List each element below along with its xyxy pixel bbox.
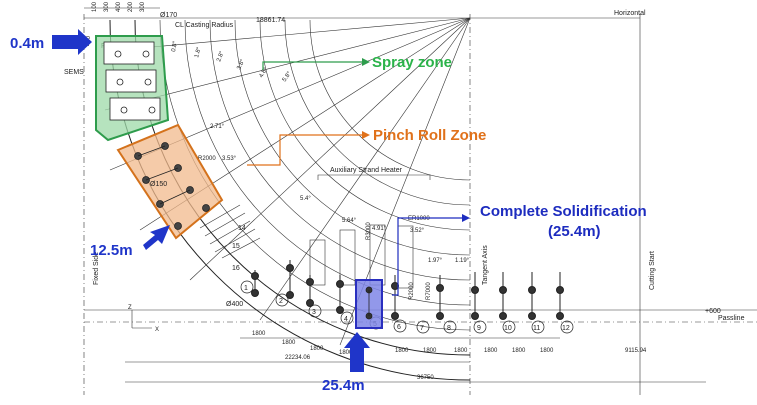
mid-label: 12.5m: [90, 242, 133, 259]
span-dimensions: 1800 1800 1800 1800 1800 1800 1800 1800 …: [240, 331, 647, 356]
span-label: 1800: [310, 346, 324, 352]
end-arrow-icon: [344, 332, 370, 372]
radius-value-label: 18861.74: [256, 17, 285, 24]
dim-r2000b: R2000: [409, 282, 415, 300]
roll-number: 2: [279, 298, 283, 305]
angle-label: 4.8°: [259, 66, 270, 79]
passline-label: Passline: [718, 315, 745, 322]
roll-number: 7: [420, 325, 424, 332]
tail-length-label: 9115.94: [625, 348, 647, 354]
span-label: 1800: [423, 348, 437, 354]
pinch-roll-zone-region: [116, 123, 224, 240]
dim-top-1: 100: [92, 1, 98, 12]
fixed-side-label: Fixed Side: [93, 252, 100, 285]
roll-number: 11: [533, 325, 540, 332]
roll-number: 6: [397, 324, 401, 331]
pinch-roll-zone-label: Pinch Roll Zone: [373, 127, 486, 144]
angle-label: 5.64°: [342, 218, 357, 224]
phi400-label: Ø400: [226, 301, 243, 308]
sems-label: SEMS: [64, 69, 84, 76]
angle-label: 4.91°: [372, 226, 387, 232]
roll-stands: [251, 260, 564, 320]
dim-r3000: R3000: [366, 222, 372, 240]
auxiliary-heater-label: Auxiliary Strand Heater: [330, 167, 403, 174]
roll-number: 9: [477, 325, 481, 332]
span-label: 1800: [252, 331, 266, 337]
tangent-axis-label: Tangent Axis: [482, 245, 489, 285]
cutting-start-label: Cutting Start: [649, 251, 656, 290]
segment-number: 14: [238, 225, 246, 232]
angle-label: 2.8°: [216, 50, 226, 63]
angle-label: 3.52°: [410, 228, 425, 234]
angle-label: 3.8°: [236, 58, 246, 71]
z-axis-label: Z: [128, 305, 132, 311]
dim-top-5: 300: [140, 1, 146, 12]
roll-number: 4: [344, 316, 348, 323]
dim-top-3: 400: [116, 1, 122, 12]
roll-number: 1: [244, 285, 248, 292]
dim-r2000: R2000: [198, 156, 216, 162]
cl-casting-radius-label: CL Casting Radius: [175, 22, 234, 29]
solidification-leader: [392, 217, 462, 296]
phi170-label: Ø170: [160, 12, 177, 19]
roll-numbers: 1 2 3 4 5 6 7 8 9 10 11 12: [240, 280, 574, 334]
span-label: 1800: [484, 348, 498, 354]
angle-label: 5.8°: [282, 70, 293, 83]
dim-top-4: 200: [128, 1, 134, 12]
phi150-label: Ø150: [150, 181, 167, 188]
pinch-roll-arrowhead: [362, 131, 370, 139]
angle-labels: 0.8° 1.8° 2.8° 3.8° 4.8° 5.8° 2.71° 3.53…: [171, 40, 470, 300]
solidification-rolls: [365, 286, 373, 320]
roll-number: 3: [312, 309, 316, 316]
end-label: 25.4m: [322, 377, 365, 394]
roll-number: 12: [562, 325, 570, 332]
angle-label: 1.97°: [428, 258, 443, 264]
angle-label: 3.53°: [222, 156, 237, 162]
span-label: 1800: [512, 348, 526, 354]
pinch-roll-leader: [247, 134, 362, 166]
total-length-2-label: 36750: [417, 375, 434, 381]
span-label: 1800: [454, 348, 468, 354]
axis-symbol: Z X: [128, 305, 159, 333]
pinch-roll-rolls: [134, 142, 210, 230]
angle-label: 5.4°: [300, 196, 311, 202]
dim-er1000: ER1000: [408, 216, 430, 222]
x-axis-label: X: [155, 327, 159, 333]
segment-number: 16: [232, 265, 240, 272]
start-label: 0.4m: [10, 35, 44, 52]
passline-offset-label: +600: [705, 308, 721, 315]
spray-zone-rolls: [103, 41, 161, 121]
roll-number: 8: [447, 325, 451, 332]
complete-solidification-label: Complete Solidification: [480, 203, 647, 220]
angle-label: 2.71°: [210, 124, 225, 130]
solidification-arrowhead: [462, 214, 470, 222]
dim-top-2: 300: [104, 1, 110, 12]
roll-number: 10: [504, 325, 512, 332]
complete-solidification-value: (25.4m): [548, 223, 601, 240]
spray-zone-arrowhead: [362, 58, 370, 66]
angle-label: 1.19°: [455, 258, 470, 264]
spray-zone-leader: [262, 61, 362, 70]
mid-arrow-icon: [143, 225, 170, 250]
start-arrow-icon: [52, 29, 92, 55]
horizontal-label: Horizontal: [614, 10, 646, 17]
dim-r7000: R7000: [426, 282, 432, 300]
angle-label: 0.8°: [171, 40, 179, 52]
span-label: 1800: [282, 340, 296, 346]
total-length-1-label: 22234.06: [285, 355, 311, 361]
span-label: 1800: [540, 348, 554, 354]
segment-ladder: 14 15 16: [199, 204, 261, 272]
spray-zone-label: Spray zone: [372, 54, 452, 71]
angle-label: 1.8°: [194, 46, 203, 59]
span-label: 1800: [395, 348, 409, 354]
span-label: 1800: [339, 350, 353, 356]
segment-number: 15: [232, 243, 240, 250]
